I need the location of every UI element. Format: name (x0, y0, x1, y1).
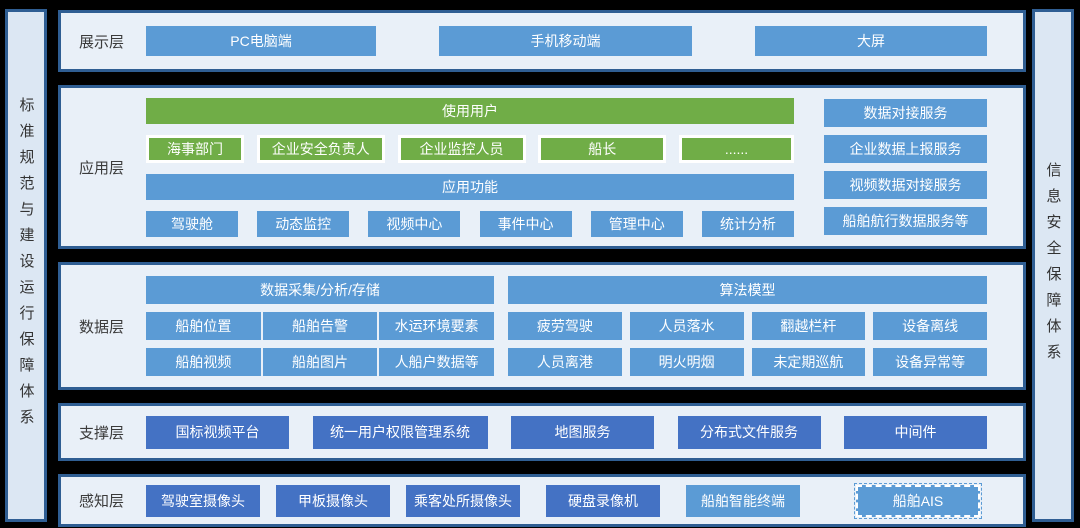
app-function-mgmt-center: 管理中心 (590, 210, 683, 237)
algorithm-row-1: 疲劳驾驶 人员落水 翻越栏杆 设备离线 (508, 312, 987, 340)
layer-data-label: 数据层 (79, 318, 125, 336)
layer-perception-content: 驾驶室摄像头 甲板摄像头 乘客处所摄像头 硬盘录像机 船舶智能终端 船舶AIS (146, 482, 987, 519)
perception-item-cockpit-camera: 驾驶室摄像头 (146, 484, 260, 517)
collection-header: 数据采集/分析/存储 (146, 276, 494, 304)
display-item-mobile: 手机移动端 (439, 26, 692, 56)
perception-item-ship-ais: 船舶AIS (854, 482, 982, 519)
display-item-pc: PC电脑端 (146, 26, 376, 56)
layer-display: 展示层 PC电脑端 手机移动端 大屏 (58, 10, 1026, 72)
user-banner: 使用用户 (146, 97, 794, 124)
service-enterprise-report: 企业数据上报服务 (824, 135, 987, 163)
data-cell-ship-position: 船舶位置 (146, 312, 261, 340)
layer-support-label: 支撑层 (79, 424, 125, 442)
display-item-bigscreen: 大屏 (755, 26, 987, 56)
service-video-connect: 视频数据对接服务 (824, 171, 987, 199)
app-function-video-center: 视频中心 (368, 210, 461, 237)
layer-application-content: 使用用户 海事部门 企业安全负责人 企业监控人员 船长 ...... 应用功能 … (146, 97, 987, 237)
perception-item-dvr: 硬盘录像机 (546, 484, 660, 517)
algo-cell-device-offline: 设备离线 (873, 312, 987, 340)
right-assurance-sidebar: 信息安全保障体系 (1032, 9, 1074, 522)
layer-data: 数据层 数据采集/分析/存储 船舶位置 船舶告警 水运环境要素 船舶视频 船舶图… (58, 262, 1026, 390)
layer-display-label: 展示层 (79, 33, 125, 51)
data-cell-ship-image: 船舶图片 (262, 348, 378, 376)
support-item-distributed-file-service: 分布式文件服务 (677, 415, 821, 449)
algorithm-row-2: 人员离港 明火明烟 未定期巡航 设备异常等 (508, 348, 987, 376)
algo-cell-rail-climbing: 翻越栏杆 (751, 312, 866, 340)
app-function-dynamic-monitor: 动态监控 (257, 210, 350, 237)
algo-cell-device-anomaly: 设备异常等 (873, 348, 987, 376)
collection-row-1: 船舶位置 船舶告警 水运环境要素 (146, 312, 495, 340)
perception-item-deck-camera: 甲板摄像头 (276, 484, 390, 517)
user-role-safety-officer: 企业安全负责人 (256, 134, 385, 163)
user-role-ellipsis: ...... (679, 134, 794, 163)
app-function-event-center: 事件中心 (479, 210, 572, 237)
algo-cell-open-flame-smoke: 明火明烟 (629, 348, 744, 376)
algo-cell-irregular-patrol: 未定期巡航 (751, 348, 866, 376)
application-left-stack: 使用用户 海事部门 企业安全负责人 企业监控人员 船长 ...... 应用功能 … (146, 97, 794, 237)
layer-perception-label: 感知层 (79, 493, 125, 510)
service-data-connect: 数据对接服务 (824, 99, 987, 127)
user-roles-row: 海事部门 企业安全负责人 企业监控人员 船长 ...... (146, 134, 794, 163)
user-role-maritime: 海事部门 (146, 134, 244, 163)
algo-cell-person-leaving-port: 人员离港 (508, 348, 622, 376)
algo-cell-man-overboard: 人员落水 (629, 312, 744, 340)
function-banner: 应用功能 (146, 173, 794, 200)
data-cell-ship-video: 船舶视频 (146, 348, 261, 376)
algo-cell-fatigue-driving: 疲劳驾驶 (508, 312, 622, 340)
data-cell-ship-alarm: 船舶告警 (262, 312, 378, 340)
data-collection-group: 数据采集/分析/存储 船舶位置 船舶告警 水运环境要素 船舶视频 船舶图片 人船… (146, 276, 495, 376)
layer-support: 支撑层 国标视频平台 统一用户权限管理系统 地图服务 分布式文件服务 中间件 (58, 403, 1026, 461)
support-item-gb-video-platform: 国标视频平台 (146, 415, 289, 449)
left-assurance-sidebar: 标准规范与建设运行保障体系 (5, 9, 47, 522)
right-assurance-label: 信息安全保障体系 (1044, 161, 1062, 370)
app-function-cockpit: 驾驶舱 (146, 210, 238, 237)
layer-display-content: PC电脑端 手机移动端 大屏 (146, 26, 987, 56)
perception-item-smart-terminal: 船舶智能终端 (686, 484, 800, 517)
layer-data-content: 数据采集/分析/存储 船舶位置 船舶告警 水运环境要素 船舶视频 船舶图片 人船… (146, 276, 987, 376)
layer-stack: 展示层 PC电脑端 手机移动端 大屏 应用层 使用用户 海事部门 企业安全负责人… (58, 10, 1026, 527)
user-role-captain: 船长 (538, 134, 667, 163)
collection-row-2: 船舶视频 船舶图片 人船户数据等 (146, 348, 495, 376)
perception-item-passenger-area-camera: 乘客处所摄像头 (406, 484, 520, 517)
user-role-monitor-staff: 企业监控人员 (397, 134, 526, 163)
left-assurance-label: 标准规范与建设运行保障体系 (17, 96, 35, 435)
data-cell-person-ship-data: 人船户数据等 (379, 348, 495, 376)
layer-application: 应用层 使用用户 海事部门 企业安全负责人 企业监控人员 船长 ...... 应… (58, 85, 1026, 249)
support-item-middleware: 中间件 (844, 415, 987, 449)
support-item-map-service: 地图服务 (511, 415, 654, 449)
support-item-user-permission-system: 统一用户权限管理系统 (312, 415, 488, 449)
app-functions-row: 驾驶舱 动态监控 视频中心 事件中心 管理中心 统计分析 (146, 210, 794, 237)
app-function-statistics: 统计分析 (701, 210, 794, 237)
layer-application-label: 应用层 (79, 159, 125, 177)
application-service-stack: 数据对接服务 企业数据上报服务 视频数据对接服务 船舶航行数据服务等 (824, 99, 987, 235)
layer-support-content: 国标视频平台 统一用户权限管理系统 地图服务 分布式文件服务 中间件 (146, 415, 987, 449)
layer-perception: 感知层 驾驶室摄像头 甲板摄像头 乘客处所摄像头 硬盘录像机 船舶智能终端 船舶… (58, 474, 1026, 527)
algorithm-header: 算法模型 (508, 276, 987, 304)
algorithm-group: 算法模型 疲劳驾驶 人员落水 翻越栏杆 设备离线 人员离港 明火明烟 未定期巡航… (508, 276, 987, 376)
service-voyage-data: 船舶航行数据服务等 (824, 207, 987, 235)
data-cell-waterway-env: 水运环境要素 (379, 312, 495, 340)
